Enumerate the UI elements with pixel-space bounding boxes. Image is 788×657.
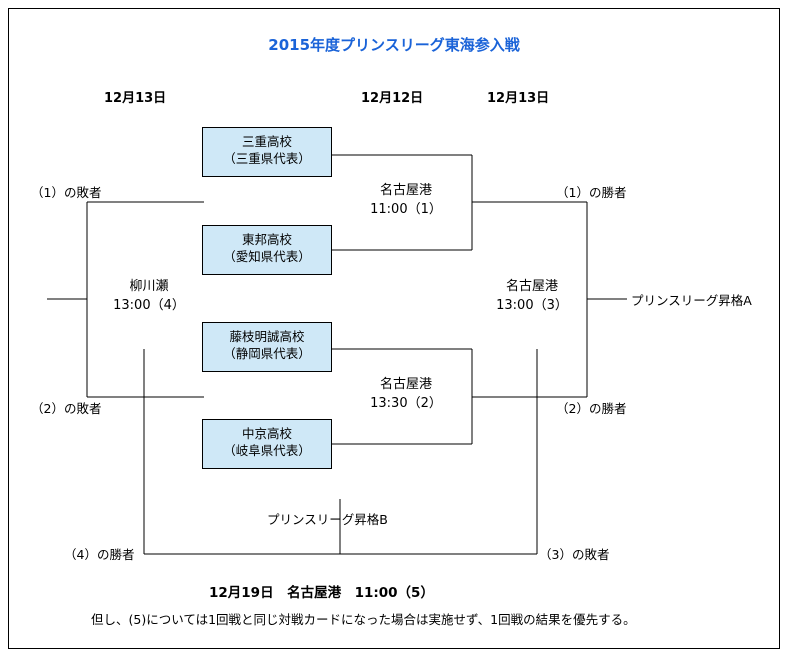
team-pref-4: （岐阜県代表） — [223, 443, 311, 458]
team-box-3: 藤枝明誠高校 （静岡県代表） — [202, 322, 332, 372]
page-title: 2015年度プリンスリーグ東海参入戦 — [268, 36, 520, 54]
match-label-3: 名古屋港 13:00（3） — [477, 277, 587, 315]
match-venue-1: 名古屋港 — [379, 183, 432, 198]
team-pref-3: （静岡県代表） — [223, 346, 311, 361]
team-name-4: 中京高校 — [241, 426, 292, 441]
team-pref-2: （愛知県代表） — [223, 249, 311, 264]
label-loser-3: （3）の敗者 — [539, 547, 610, 562]
date-header-center: 12月12日 — [361, 91, 424, 106]
match-time-1: 11:00（1） — [370, 202, 442, 217]
footer-line-1: 12月19日 名古屋港 11:00（5） — [209, 585, 434, 601]
match-label-4: 柳川瀬 13:00（4） — [94, 277, 204, 315]
team-pref-1: （三重県代表） — [223, 151, 311, 166]
match-venue-4: 柳川瀬 — [129, 279, 169, 294]
match-venue-2: 名古屋港 — [379, 377, 432, 392]
team-name-3: 藤枝明誠高校 — [229, 329, 305, 344]
date-header-right: 12月13日 — [487, 91, 550, 106]
team-name-2: 東邦高校 — [241, 232, 292, 247]
match-time-3: 13:00（3） — [496, 298, 568, 313]
label-loser-2: （2）の敗者 — [31, 401, 102, 416]
team-box-1: 三重高校 （三重県代表） — [202, 127, 332, 177]
label-winner-4: （4）の勝者 — [64, 547, 135, 562]
label-promotion-a: プリンスリーグ昇格A — [631, 293, 752, 308]
team-name-1: 三重高校 — [241, 134, 292, 149]
match-time-2: 13:30（2） — [370, 396, 442, 411]
label-winner-2: （2）の勝者 — [556, 401, 627, 416]
label-promotion-b: プリンスリーグ昇格B — [267, 512, 388, 527]
match-label-1: 名古屋港 11:00（1） — [346, 181, 466, 219]
match-label-2: 名古屋港 13:30（2） — [346, 375, 466, 413]
team-box-4: 中京高校 （岐阜県代表） — [202, 419, 332, 469]
team-box-2: 東邦高校 （愛知県代表） — [202, 225, 332, 275]
diagram-frame: 2015年度プリンスリーグ東海参入戦 12月13日 12月12日 12月13日 — [8, 8, 780, 649]
footer-line-2: 但し、(5)については1回戦と同じ対戦カードになった場合は実施せず、1回戦の結果… — [91, 612, 636, 627]
label-loser-1: （1）の敗者 — [31, 185, 102, 200]
date-header-left: 12月13日 — [104, 91, 167, 106]
match-venue-3: 名古屋港 — [505, 279, 558, 294]
label-winner-1: （1）の勝者 — [556, 185, 627, 200]
match-time-4: 13:00（4） — [113, 298, 185, 313]
